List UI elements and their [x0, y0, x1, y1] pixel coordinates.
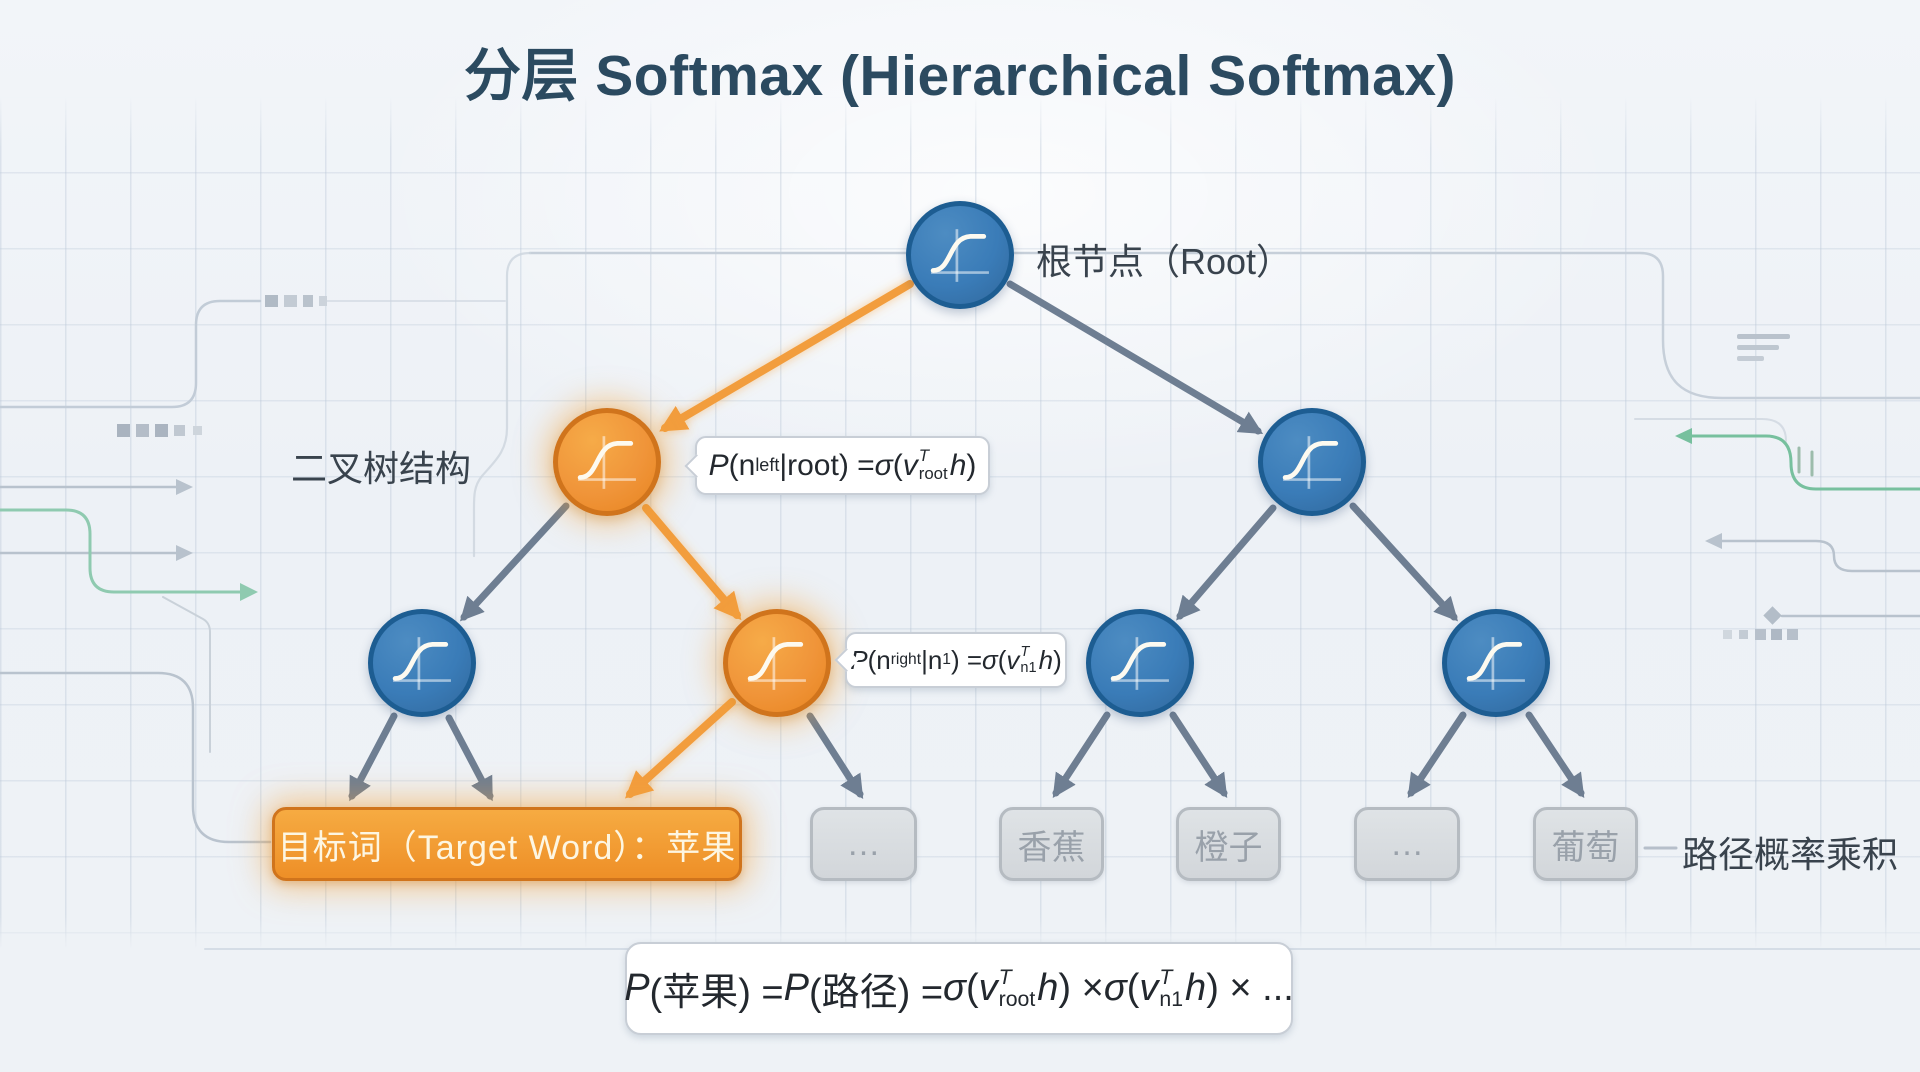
tree-node-n1-highlighted: [553, 408, 661, 516]
edge-a-to-target-left: [348, 712, 398, 802]
edge-root-to-n1-highlighted: [659, 280, 914, 432]
tree-node-right: [1258, 408, 1366, 516]
edge-right-to-c: [1176, 504, 1277, 621]
edge-d-to-grape: [1525, 711, 1585, 798]
sigmoid-icon: [930, 229, 989, 282]
left-dash-row: [117, 424, 202, 437]
edge-n1-to-left-leafnode: [459, 502, 570, 622]
edge-c-to-banana: [1052, 711, 1111, 798]
menu-bars-icon: [1737, 334, 1790, 361]
target-feed-path: [0, 671, 272, 844]
sigmoid-icon: [392, 637, 451, 690]
leaf-ellipsis-1: …: [810, 807, 917, 881]
tree-node-b-highlighted: [723, 609, 831, 717]
frame-line-left: [472, 251, 532, 558]
sigmoid-icon: [1466, 637, 1525, 690]
right-dash-row: [1723, 629, 1798, 640]
edge-d-to-dots2: [1407, 711, 1467, 798]
sigmoid-icon: [1110, 637, 1169, 690]
edge-n1-to-b-highlighted: [642, 504, 742, 621]
sigmoid-icon: [577, 436, 636, 489]
tree-node-root: [906, 201, 1014, 309]
edge-root-to-right: [1006, 280, 1264, 435]
edge-c-to-orange: [1169, 711, 1228, 798]
edge-a-to-target-right: [445, 714, 494, 802]
root-node-label: 根节点（Root）: [1036, 241, 1293, 282]
leaf-target-word: 目标词（Target Word）：苹果: [272, 807, 742, 881]
sigmoid-icon: [1282, 436, 1341, 489]
green-left-path: [0, 508, 242, 594]
page-title: 分层 Softmax (Hierarchical Softmax): [463, 44, 1457, 108]
tree-structure-label: 二叉树结构: [291, 448, 472, 489]
path-product-label: 路径概率乘积: [1682, 834, 1899, 875]
leaf-grape: 葡萄: [1533, 807, 1638, 881]
sigmoid-icon: [747, 637, 806, 690]
leaf-orange: 橙子: [1176, 807, 1281, 881]
tree-node-c: [1086, 609, 1194, 717]
edge-b-to-target-highlighted: [624, 698, 736, 799]
edge-b-to-dots1: [806, 712, 864, 800]
tree-node-d: [1442, 609, 1550, 717]
edge-right-to-d: [1349, 502, 1459, 622]
frame-line-top: [528, 251, 1920, 400]
left-circuit-path: [0, 299, 262, 409]
leaf-banana: 香蕉: [999, 807, 1104, 881]
tree-node-a: [368, 609, 476, 717]
leaf-ellipsis-2: …: [1354, 807, 1460, 881]
green-right-path: [1690, 434, 1920, 491]
